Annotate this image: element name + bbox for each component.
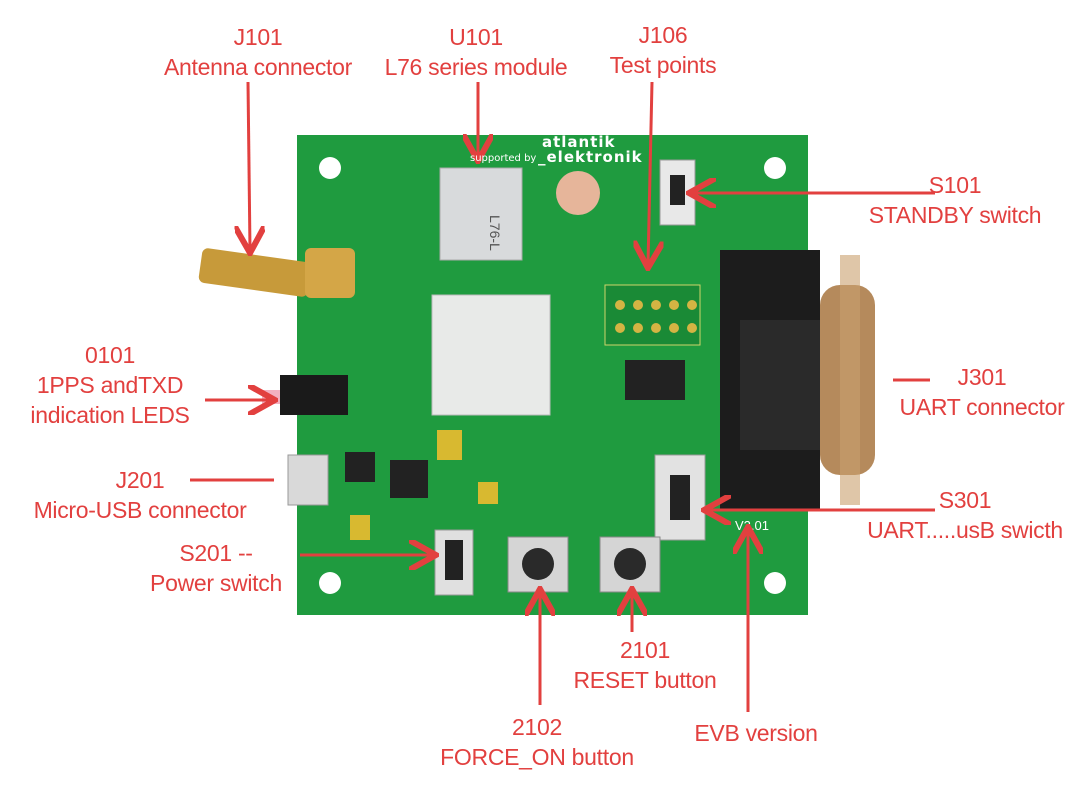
antenna-connector (198, 248, 312, 297)
mount-hole (764, 157, 786, 179)
logo-prefix: supported by (470, 153, 537, 164)
mount-hole (764, 572, 786, 594)
test-points-header (604, 284, 701, 346)
l76-module (439, 167, 523, 261)
mount-hole (319, 157, 341, 179)
callout-arrows (190, 81, 935, 712)
led-header (280, 375, 348, 415)
logo-brand-bottom: _elektronik (538, 148, 643, 166)
logo-brand-top: atlantik (542, 133, 616, 151)
rf-shield (431, 294, 551, 416)
label-evb-version: EVB version (694, 720, 818, 746)
micro-usb-connector (287, 454, 329, 506)
usb-uart-ic (625, 360, 685, 400)
label-s201: S201 --Power switch (150, 540, 282, 596)
board-version-silk: V2.01 (735, 518, 769, 533)
backup-battery (556, 171, 600, 215)
module-marking: L76-L (487, 215, 503, 251)
mount-hole (319, 572, 341, 594)
